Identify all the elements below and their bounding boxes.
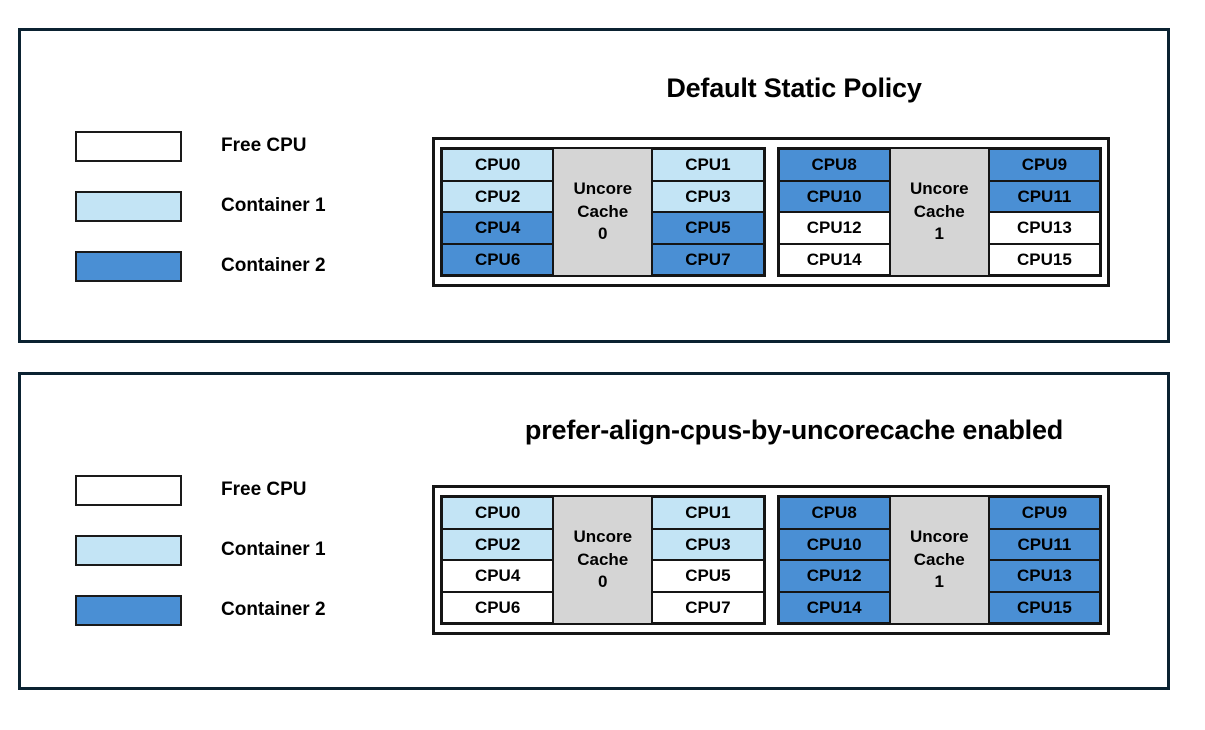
legend: Free CPU Container 1 Container 2 bbox=[75, 116, 326, 296]
cpu-cell: CPU9 bbox=[988, 497, 1100, 529]
uncore-cache-label-line1: Uncore bbox=[909, 527, 969, 547]
cache-group-1: CPU8 CPU10 CPU12 CPU14 Uncore Cache 1 CP… bbox=[776, 495, 1102, 625]
cpu-cell: CPU14 bbox=[778, 591, 890, 623]
cpu-cell: CPU12 bbox=[778, 212, 890, 244]
cache-group-1: CPU8 CPU10 CPU12 CPU14 Uncore Cache 1 CP… bbox=[776, 147, 1102, 277]
uncore-cache-index: 1 bbox=[934, 572, 944, 592]
cpu-cell: CPU2 bbox=[442, 528, 554, 560]
cpu-cell: CPU8 bbox=[778, 149, 890, 181]
panel-prefer-align-cpus-by-uncorecache: prefer-align-cpus-by-uncorecache enabled… bbox=[18, 372, 1170, 690]
cpu-cell: CPU4 bbox=[442, 560, 554, 592]
uncore-cache-label-line1: Uncore bbox=[573, 527, 633, 547]
uncore-cache-block: Uncore Cache 1 bbox=[889, 149, 989, 275]
cpu-cell: CPU10 bbox=[778, 528, 890, 560]
cpu-column-right: CPU9 CPU11 CPU13 CPU15 bbox=[988, 497, 1100, 623]
cpu-cell: CPU6 bbox=[442, 591, 554, 623]
legend-label-free-cpu: Free CPU bbox=[221, 479, 307, 500]
cpu-cell: CPU1 bbox=[652, 497, 764, 529]
cpu-cell: CPU3 bbox=[652, 528, 764, 560]
uncore-cache-label-line2: Cache bbox=[913, 201, 965, 221]
uncore-cache-label-line2: Cache bbox=[577, 549, 629, 569]
cpu-cell: CPU9 bbox=[988, 149, 1100, 181]
cpu-column-left: CPU8 CPU10 CPU12 CPU14 bbox=[778, 149, 890, 275]
legend-swatch-container-1 bbox=[75, 534, 182, 566]
cache-group-0: CPU0 CPU2 CPU4 CPU6 Uncore Cache 0 CPU1 … bbox=[440, 495, 766, 625]
cpu-cell: CPU13 bbox=[988, 212, 1100, 244]
cpu-cell: CPU15 bbox=[988, 243, 1100, 275]
cpu-topology-diagram: CPU0 CPU2 CPU4 CPU6 Uncore Cache 0 CPU1 … bbox=[432, 485, 1110, 635]
cpu-column-right: CPU1 CPU3 CPU5 CPU7 bbox=[652, 149, 764, 275]
panel-default-static-policy: Default Static Policy Free CPU Container… bbox=[18, 28, 1170, 343]
cache-group-0: CPU0 CPU2 CPU4 CPU6 Uncore Cache 0 CPU1 … bbox=[440, 147, 766, 277]
legend-item-free-cpu: Free CPU bbox=[75, 460, 326, 520]
legend-label-container-1: Container 1 bbox=[221, 539, 326, 560]
page-title: prefer-align-cpus-by-uncorecache enabled bbox=[524, 415, 1064, 445]
legend-swatch-free-cpu bbox=[75, 474, 182, 506]
legend-label-free-cpu: Free CPU bbox=[221, 135, 307, 156]
uncore-cache-index: 0 bbox=[598, 572, 608, 592]
uncore-cache-label-line1: Uncore bbox=[909, 179, 969, 199]
cpu-cell: CPU8 bbox=[778, 497, 890, 529]
legend-label-container-2: Container 2 bbox=[221, 599, 326, 620]
cpu-cell: CPU6 bbox=[442, 243, 554, 275]
cpu-cell: CPU0 bbox=[442, 497, 554, 529]
cpu-cell: CPU13 bbox=[988, 560, 1100, 592]
cpu-column-right: CPU9 CPU11 CPU13 CPU15 bbox=[988, 149, 1100, 275]
cpu-cell: CPU7 bbox=[652, 591, 764, 623]
cpu-cell: CPU14 bbox=[778, 243, 890, 275]
legend-item-container-1: Container 1 bbox=[75, 520, 326, 580]
uncore-cache-label-line2: Cache bbox=[913, 549, 965, 569]
cpu-cell: CPU0 bbox=[442, 149, 554, 181]
cpu-cell: CPU7 bbox=[652, 243, 764, 275]
legend-label-container-1: Container 1 bbox=[221, 195, 326, 216]
legend-swatch-container-2 bbox=[75, 250, 182, 282]
cpu-cell: CPU1 bbox=[652, 149, 764, 181]
uncore-cache-index: 1 bbox=[934, 224, 944, 244]
legend-swatch-container-2 bbox=[75, 594, 182, 626]
legend-item-container-2: Container 2 bbox=[75, 580, 326, 640]
cpu-cell: CPU11 bbox=[988, 528, 1100, 560]
cpu-cell: CPU4 bbox=[442, 212, 554, 244]
cpu-cell: CPU3 bbox=[652, 180, 764, 212]
cpu-cell: CPU5 bbox=[652, 212, 764, 244]
cpu-cell: CPU2 bbox=[442, 180, 554, 212]
cpu-topology-diagram: CPU0 CPU2 CPU4 CPU6 Uncore Cache 0 CPU1 … bbox=[432, 137, 1110, 287]
uncore-cache-index: 0 bbox=[598, 224, 608, 244]
cpu-column-left: CPU0 CPU2 CPU4 CPU6 bbox=[442, 149, 554, 275]
uncore-cache-label-line1: Uncore bbox=[573, 179, 633, 199]
cpu-column-left: CPU8 CPU10 CPU12 CPU14 bbox=[778, 497, 890, 623]
cpu-cell: CPU12 bbox=[778, 560, 890, 592]
legend: Free CPU Container 1 Container 2 bbox=[75, 460, 326, 640]
cpu-cell: CPU5 bbox=[652, 560, 764, 592]
legend-swatch-container-1 bbox=[75, 190, 182, 222]
uncore-cache-label-line2: Cache bbox=[577, 201, 629, 221]
uncore-cache-block: Uncore Cache 0 bbox=[553, 149, 653, 275]
legend-item-container-1: Container 1 bbox=[75, 176, 326, 236]
cpu-column-left: CPU0 CPU2 CPU4 CPU6 bbox=[442, 497, 554, 623]
legend-label-container-2: Container 2 bbox=[221, 255, 326, 276]
cpu-cell: CPU10 bbox=[778, 180, 890, 212]
cpu-cell: CPU11 bbox=[988, 180, 1100, 212]
cpu-cell: CPU15 bbox=[988, 591, 1100, 623]
legend-item-free-cpu: Free CPU bbox=[75, 116, 326, 176]
legend-swatch-free-cpu bbox=[75, 130, 182, 162]
cpu-column-right: CPU1 CPU3 CPU5 CPU7 bbox=[652, 497, 764, 623]
page-title: Default Static Policy bbox=[666, 73, 922, 103]
uncore-cache-block: Uncore Cache 0 bbox=[553, 497, 653, 623]
uncore-cache-block: Uncore Cache 1 bbox=[889, 497, 989, 623]
legend-item-container-2: Container 2 bbox=[75, 236, 326, 296]
